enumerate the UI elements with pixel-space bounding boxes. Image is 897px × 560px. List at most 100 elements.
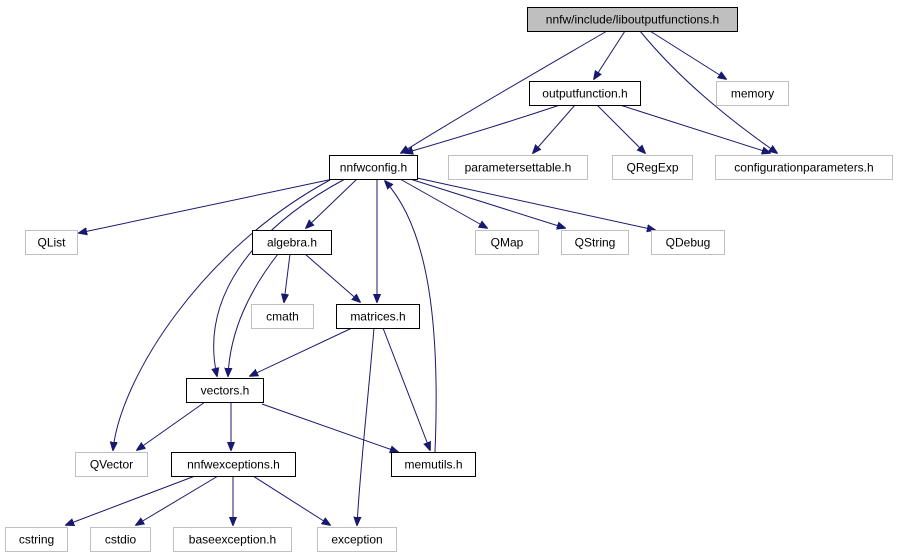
node-qregexp: QRegExp bbox=[612, 155, 693, 180]
edge-line bbox=[385, 181, 437, 453]
node-box bbox=[561, 230, 629, 255]
node-box bbox=[5, 527, 68, 552]
node-label: configurationparameters.h bbox=[734, 161, 873, 175]
nodes-layer: nnfw/include/liboutputfunctions.h outputf… bbox=[5, 7, 893, 552]
edge-line bbox=[596, 104, 645, 153]
node-box bbox=[25, 230, 78, 255]
node-box bbox=[527, 7, 738, 32]
edge-line bbox=[306, 178, 358, 228]
node-box bbox=[75, 452, 148, 477]
edge-algebra-to-vectors bbox=[228, 253, 279, 376]
edge-line bbox=[409, 178, 565, 228]
edge-liboutputfunctions-to-configurationparameters bbox=[639, 30, 777, 153]
node-memutils[interactable]: memutils.h bbox=[391, 452, 476, 477]
node-label: vectors.h bbox=[201, 384, 250, 398]
node-nnfwconfig[interactable]: nnfwconfig.h bbox=[329, 155, 418, 180]
node-qmap: QMap bbox=[475, 230, 539, 255]
edge-outputfunction-to-configurationparameters bbox=[619, 104, 770, 153]
edge-liboutputfunctions-to-nnfwconfig bbox=[401, 30, 608, 153]
node-configurationparameters: configurationparameters.h bbox=[715, 155, 893, 180]
node-box bbox=[251, 304, 314, 329]
node-label: exception bbox=[331, 533, 382, 547]
node-liboutputfunctions[interactable]: nnfw/include/liboutputfunctions.h bbox=[527, 7, 738, 32]
node-label: cmath bbox=[266, 310, 299, 324]
node-box bbox=[715, 155, 893, 180]
edge-line bbox=[357, 327, 375, 525]
node-vectors[interactable]: vectors.h bbox=[186, 378, 264, 403]
edge-matrices-to-exception bbox=[357, 327, 375, 525]
node-nnfwexceptions[interactable]: nnfwexceptions.h bbox=[171, 452, 296, 477]
edge-nnfwconfig-to-algebra bbox=[306, 178, 358, 228]
edge-line bbox=[284, 253, 291, 302]
node-outputfunction[interactable]: outputfunction.h bbox=[529, 81, 641, 106]
node-label: algebra.h bbox=[267, 236, 317, 250]
edge-nnfwconfig-to-qvector bbox=[113, 179, 331, 450]
edge-liboutputfunctions-to-memory bbox=[649, 30, 726, 79]
edge-nnfwconfig-to-qdebug bbox=[416, 177, 655, 230]
edge-memutils-to-nnfwconfig bbox=[385, 181, 437, 453]
edge-line bbox=[639, 30, 777, 153]
node-label: QDebug bbox=[666, 236, 711, 250]
edge-nnfwexceptions-to-exception bbox=[252, 475, 330, 525]
edge-matrices-to-memutils bbox=[382, 327, 430, 450]
edge-line bbox=[66, 475, 196, 525]
node-box bbox=[448, 155, 588, 180]
edge-nnfwconfig-to-vectors bbox=[214, 178, 346, 376]
node-label: QMap bbox=[491, 236, 524, 250]
node-label: outputfunction.h bbox=[542, 87, 627, 101]
node-label: parametersettable.h bbox=[465, 161, 572, 175]
node-parametersettable: parametersettable.h bbox=[448, 155, 588, 180]
node-box bbox=[529, 81, 641, 106]
edge-algebra-to-matrices bbox=[304, 253, 360, 302]
node-label: nnfwexceptions.h bbox=[187, 458, 280, 472]
node-label: memory bbox=[731, 87, 774, 101]
node-box bbox=[329, 155, 418, 180]
node-qdebug: QDebug bbox=[651, 230, 725, 255]
edge-vectors-to-qvector bbox=[137, 401, 206, 450]
edge-outputfunction-to-qregexp bbox=[596, 104, 645, 153]
node-label: QString bbox=[575, 236, 616, 250]
edge-line bbox=[79, 178, 334, 233]
node-box bbox=[716, 81, 789, 106]
node-memory: memory bbox=[716, 81, 789, 106]
edge-nnfwconfig-to-qlist bbox=[79, 178, 334, 233]
edge-liboutputfunctions-to-outputfunction bbox=[594, 30, 626, 79]
node-label: cstdio bbox=[105, 533, 137, 547]
node-box bbox=[336, 304, 420, 329]
node-label: QVector bbox=[90, 458, 133, 472]
edge-algebra-to-cmath bbox=[284, 253, 291, 302]
node-matrices[interactable]: matrices.h bbox=[336, 304, 420, 329]
edge-nnfwexceptions-to-cstring bbox=[66, 475, 196, 525]
edge-line bbox=[137, 401, 206, 450]
node-algebra[interactable]: algebra.h bbox=[252, 230, 332, 255]
edge-line bbox=[252, 475, 330, 525]
node-qvector: QVector bbox=[75, 452, 148, 477]
node-qstring: QString bbox=[561, 230, 629, 255]
node-cmath: cmath bbox=[251, 304, 314, 329]
edge-line bbox=[619, 104, 770, 153]
edge-line bbox=[401, 30, 608, 153]
edge-outputfunction-to-parametersettable bbox=[533, 104, 576, 153]
edge-nnfwconfig-to-qstring bbox=[409, 178, 565, 228]
node-label: cstring bbox=[19, 533, 54, 547]
edge-line bbox=[533, 104, 576, 153]
edge-nnfwconfig-to-qmap bbox=[399, 178, 487, 228]
node-label: memutils.h bbox=[404, 458, 462, 472]
edge-line bbox=[261, 403, 398, 452]
node-baseexception: baseexception.h bbox=[173, 527, 292, 552]
node-box bbox=[186, 378, 264, 403]
node-box bbox=[171, 452, 296, 477]
node-label: nnfwconfig.h bbox=[340, 161, 407, 175]
edge-line bbox=[228, 253, 279, 376]
edge-line bbox=[405, 104, 561, 153]
node-box bbox=[651, 230, 725, 255]
node-label: QList bbox=[37, 236, 66, 250]
edge-line bbox=[399, 178, 487, 228]
edge-line bbox=[214, 178, 346, 376]
node-label: nnfw/include/liboutputfunctions.h bbox=[546, 13, 719, 27]
node-label: baseexception.h bbox=[189, 533, 276, 547]
edge-line bbox=[136, 475, 219, 525]
edge-line bbox=[382, 327, 430, 450]
edge-outputfunction-to-nnfwconfig bbox=[405, 104, 561, 153]
